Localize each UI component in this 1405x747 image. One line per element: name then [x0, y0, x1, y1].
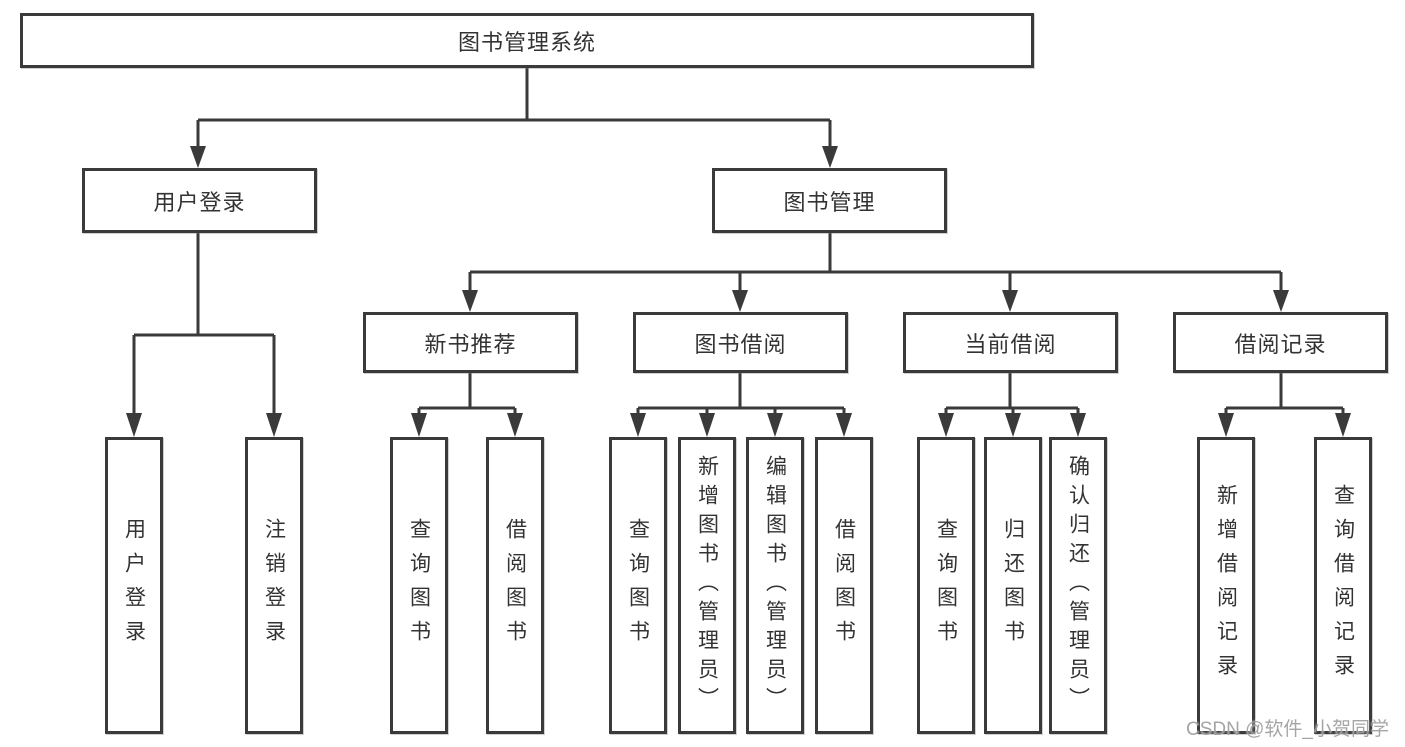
node-book-management: 图书管理 [712, 168, 947, 233]
node-current-borrowing: 当前借阅 [903, 312, 1118, 373]
node-label: 注销登录 [262, 517, 286, 654]
node-borrowing-records: 借阅记录 [1173, 312, 1388, 373]
connector-current-borrowing-branch [944, 373, 1080, 415]
arrowhead [732, 290, 748, 312]
node-label: 图书借阅 [694, 331, 787, 357]
node-label: 借阅图书 [503, 517, 527, 654]
arrowhead [938, 413, 954, 437]
node-label: 查询借阅记录 [1331, 483, 1355, 688]
arrowhead [1005, 413, 1021, 437]
node-label: 当前借阅 [964, 331, 1057, 357]
arrowhead [266, 413, 282, 437]
node-label: 新书推荐 [424, 331, 517, 357]
node-label: 用户登录 [153, 189, 246, 215]
arrowhead [630, 413, 646, 437]
arrowhead [126, 413, 142, 437]
node-library-management-system: 图书管理系统 [20, 13, 1034, 68]
leaf-borrow-books-recommend: 借阅图书 [486, 437, 544, 734]
arrowhead [1273, 290, 1289, 312]
node-label: 查询图书 [934, 517, 958, 654]
arrowhead [767, 413, 783, 437]
node-label: 新增借阅记录 [1214, 483, 1238, 688]
node-label: 确认归还（管理员） [1066, 455, 1090, 716]
leaf-confirm-return-admin: 确认归还（管理员） [1049, 437, 1107, 734]
arrowhead [462, 290, 478, 312]
leaf-query-borrow-record: 查询借阅记录 [1314, 437, 1372, 734]
arrowhead [822, 146, 838, 168]
connector-book-borrowing-branch [636, 373, 846, 415]
arrowhead [836, 413, 852, 437]
arrowhead [190, 146, 206, 168]
arrowhead [699, 413, 715, 437]
node-label: 归还图书 [1001, 517, 1025, 654]
node-label: 查询图书 [407, 517, 431, 654]
leaf-return-books: 归还图书 [984, 437, 1042, 734]
arrowhead [1070, 413, 1086, 437]
node-new-book-recommendation: 新书推荐 [363, 312, 578, 373]
node-label: 借阅记录 [1234, 331, 1327, 357]
node-label: 新增图书（管理员） [695, 455, 719, 716]
arrowhead [411, 413, 427, 437]
leaf-query-books-current: 查询图书 [917, 437, 975, 734]
node-label: 编辑图书（管理员） [763, 455, 787, 716]
arrowhead [1335, 413, 1351, 437]
arrowhead [507, 413, 523, 437]
connector-root-to-level2 [196, 68, 832, 148]
leaf-logout: 注销登录 [245, 437, 303, 734]
csdn-watermark: CSDN @软件_小贺同学 [1186, 719, 1389, 740]
node-book-borrowing: 图书借阅 [633, 312, 848, 373]
leaf-add-borrow-record: 新增借阅记录 [1197, 437, 1255, 734]
node-label: 查询图书 [626, 517, 650, 654]
node-label: 用户登录 [122, 517, 146, 654]
leaf-add-books-admin: 新增图书（管理员） [678, 437, 736, 734]
connector-new-book-branch [417, 373, 517, 415]
leaf-query-books-recommend: 查询图书 [390, 437, 448, 734]
leaf-query-books-borrowing: 查询图书 [609, 437, 667, 734]
connector-book-management-branch [468, 233, 1283, 292]
node-label: 借阅图书 [832, 517, 856, 654]
leaf-borrow-books-borrowing: 借阅图书 [815, 437, 873, 734]
arrowhead [1218, 413, 1234, 437]
connector-borrow-records-branch [1224, 373, 1345, 415]
arrowhead [1002, 290, 1018, 312]
connector-user-login-branch [132, 233, 276, 415]
leaf-edit-books-admin: 编辑图书（管理员） [746, 437, 804, 734]
arrowheads [126, 146, 1351, 437]
node-user-login: 用户登录 [82, 168, 317, 233]
leaf-user-login: 用户登录 [105, 437, 163, 734]
node-label: 图书管理系统 [457, 29, 596, 55]
node-label: 图书管理 [783, 189, 876, 215]
